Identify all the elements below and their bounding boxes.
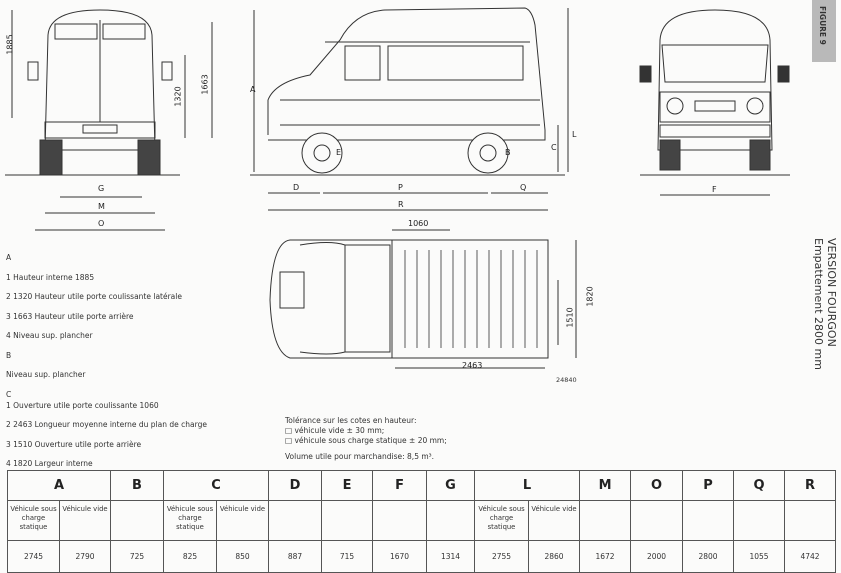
dim-e: E — [336, 148, 342, 157]
col-header-a: A — [7, 470, 111, 501]
legend-line: 2 2463 Longueur moyenne interne du plan … — [6, 420, 207, 429]
dim-1060: 1060 — [408, 219, 429, 228]
legend-line: 3 1510 Ouverture utile porte arrière — [6, 439, 142, 449]
dim-c: C — [551, 143, 557, 152]
table-values-row: 2745 2790 725 825 850 887 715 1670 1314 … — [7, 540, 837, 573]
dim-a: A — [250, 85, 256, 94]
volume-note: Volume utile pour marchandise: 8,5 m³. — [285, 452, 435, 461]
dim-d: D — [293, 183, 300, 192]
table-cell: 825 — [163, 540, 217, 573]
subheader-blank — [733, 500, 786, 541]
dim-g: G — [98, 184, 105, 193]
tolerance-note: Tolérance sur les cotes en hauteur: □ vé… — [285, 416, 447, 462]
col-header-m: M — [579, 470, 632, 501]
version-title: VERSION FOURGON — [825, 238, 838, 347]
table-cell: 2790 — [59, 540, 111, 573]
dim-b: B — [505, 148, 511, 157]
drawing-reference-number: 24840 — [556, 376, 577, 384]
front-view-drawing — [639, 9, 790, 196]
subheader-empty: Véhicule vide — [215, 500, 270, 541]
subheader-blank — [579, 500, 632, 541]
dim-q: Q — [520, 183, 527, 192]
col-header-d: D — [268, 470, 323, 501]
table-cell: 2745 — [7, 540, 60, 573]
table-cell: 1055 — [733, 540, 786, 573]
rear-view-drawing — [5, 9, 213, 231]
subheader-blank — [372, 500, 428, 541]
dim-p: P — [398, 183, 403, 192]
legend-line: 4 1820 Largeur interne — [6, 459, 93, 468]
side-view-drawing — [250, 7, 569, 211]
dim-1820: 1820 — [585, 286, 595, 307]
subheader-blank — [630, 500, 684, 541]
table-cell: 715 — [321, 540, 374, 573]
dim-m: M — [98, 202, 105, 211]
subheader-blank — [682, 500, 735, 541]
table-cell: 1314 — [426, 540, 476, 573]
legend-line: C — [6, 389, 12, 399]
table-subheader-row: Véhicule sous charge statique Véhicule v… — [7, 500, 837, 541]
dim-1510: 1510 — [565, 307, 575, 328]
dim-rear-1320: 1320 — [173, 86, 183, 107]
col-header-r: R — [784, 470, 837, 501]
table-header-row: A B C D E F G L M O P Q R — [7, 470, 837, 501]
legend-line: Niveau sup. plancher — [6, 370, 86, 379]
dimensions-table: A B C D E F G L M O P Q R Véhicule sous … — [7, 470, 837, 573]
subheader-loaded: Véhicule sous charge statique — [7, 500, 60, 541]
dim-l: L — [572, 130, 577, 139]
col-header-f: F — [372, 470, 428, 501]
table-cell: 2800 — [682, 540, 735, 573]
tolerance-loaded: □ véhicule sous charge statique ± 20 mm; — [285, 436, 447, 445]
subheader-blank — [110, 500, 164, 541]
dim-f: F — [712, 185, 717, 194]
figure-tab-label: FIGURE 9 — [818, 6, 827, 45]
legend: A 1 Hauteur interne 1885 2 1320 Hauteur … — [6, 252, 276, 478]
table-cell: 2755 — [474, 540, 530, 573]
subheader-empty: Véhicule vide — [59, 500, 111, 541]
table-cell: 4742 — [784, 540, 837, 573]
table-cell: 850 — [215, 540, 270, 573]
subheader-blank — [321, 500, 374, 541]
col-header-o: O — [630, 470, 684, 501]
col-header-c: C — [162, 470, 270, 501]
subheader-blank — [426, 500, 476, 541]
col-header-l: L — [474, 470, 581, 501]
table-cell: 1672 — [579, 540, 632, 573]
legend-line: 1 Hauteur interne 1885 — [6, 272, 95, 282]
legend-line: 1 Ouverture utile porte coulissante 1060 — [6, 400, 159, 410]
version-heading: VERSION FOURGON Empattement 2800 mm — [812, 238, 838, 370]
col-header-p: P — [682, 470, 735, 501]
col-header-q: Q — [733, 470, 786, 501]
tolerance-empty: □ véhicule vide ± 30 mm; — [285, 426, 385, 435]
col-header-e: E — [321, 470, 374, 501]
dim-rear-1885: 1885 — [5, 34, 15, 55]
subheader-blank — [784, 500, 837, 541]
col-header-g: G — [426, 470, 476, 501]
table-cell: 887 — [268, 540, 323, 573]
table-cell: 1670 — [372, 540, 428, 573]
legend-line: B — [6, 350, 12, 360]
table-cell: 2000 — [630, 540, 684, 573]
legend-line: 2 1320 Hauteur utile porte coulissante l… — [6, 292, 182, 301]
figure-tab: FIGURE 9 — [812, 0, 836, 62]
subheader-loaded: Véhicule sous charge statique — [163, 500, 217, 541]
top-view-drawing — [269, 229, 577, 369]
table-cell: 2860 — [528, 540, 581, 573]
version-subtitle: Empattement 2800 mm — [812, 238, 825, 370]
dim-o: O — [98, 219, 105, 228]
table-cell: 725 — [110, 540, 164, 573]
subheader-empty: Véhicule vide — [528, 500, 581, 541]
col-header-b: B — [110, 470, 164, 501]
dim-rear-1663: 1663 — [200, 74, 210, 95]
legend-line: A — [6, 253, 12, 262]
tolerance-title: Tolérance sur les cotes en hauteur: — [285, 416, 417, 425]
subheader-loaded: Véhicule sous charge statique — [474, 500, 530, 541]
legend-line: 4 Niveau sup. plancher — [6, 331, 93, 340]
dim-r: R — [398, 200, 404, 209]
dim-2463: 2463 — [462, 361, 483, 370]
legend-line: 3 1663 Hauteur utile porte arrière — [6, 311, 134, 321]
subheader-blank — [268, 500, 323, 541]
